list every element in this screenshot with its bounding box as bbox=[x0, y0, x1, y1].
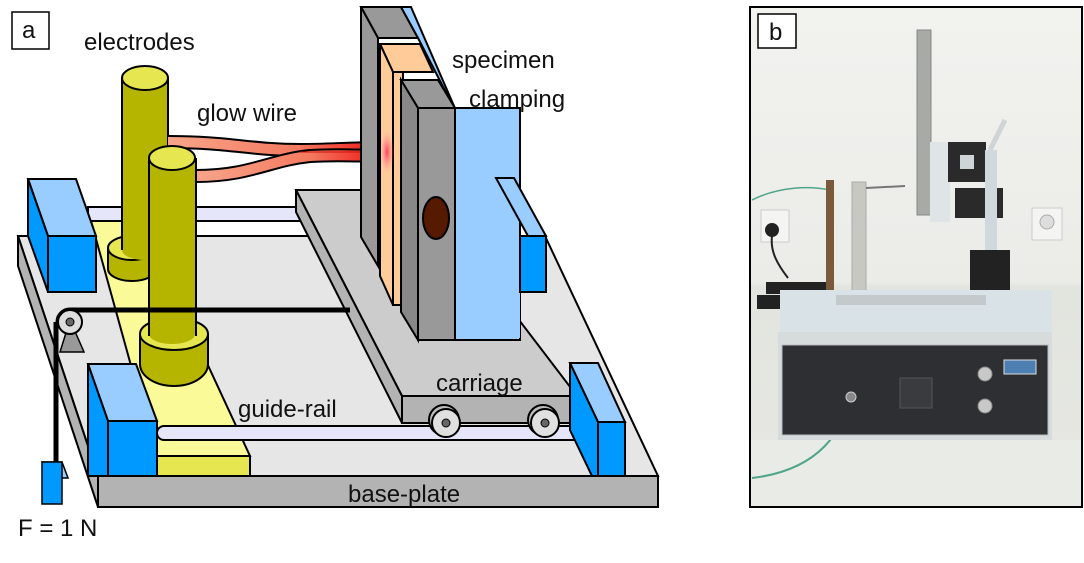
panel-b-label: b bbox=[757, 13, 797, 49]
block-front-left bbox=[86, 363, 159, 477]
weight bbox=[41, 461, 63, 505]
label-electrodes: electrodes bbox=[84, 29, 195, 56]
pulley-system bbox=[40, 307, 350, 505]
label-specimen: specimen bbox=[452, 47, 555, 74]
block-back-right bbox=[494, 177, 548, 293]
label-clamping: clamping bbox=[469, 86, 565, 113]
carriage-wheels bbox=[428, 404, 560, 438]
svg-text:a: a bbox=[22, 17, 36, 44]
electrode-back bbox=[107, 65, 169, 282]
panel-a-label: a bbox=[11, 11, 50, 50]
label-glow-wire: glow wire bbox=[197, 100, 297, 127]
label-force: F = 1 N bbox=[18, 515, 97, 542]
svg-text:b: b bbox=[769, 19, 782, 46]
burn-mark bbox=[422, 196, 450, 240]
glow-spot bbox=[380, 130, 394, 174]
label-carriage: carriage bbox=[436, 370, 523, 397]
label-base-plate: base-plate bbox=[348, 481, 460, 508]
block-front-right bbox=[568, 362, 627, 477]
label-guide-rail: guide-rail bbox=[238, 396, 337, 423]
block-back-left bbox=[26, 178, 98, 293]
panel-b-photo: b bbox=[749, 6, 1083, 508]
glow-wire bbox=[167, 135, 386, 183]
specimen-clamping bbox=[359, 6, 521, 344]
panel-a: a bbox=[11, 6, 660, 542]
electrode-front bbox=[139, 145, 209, 387]
